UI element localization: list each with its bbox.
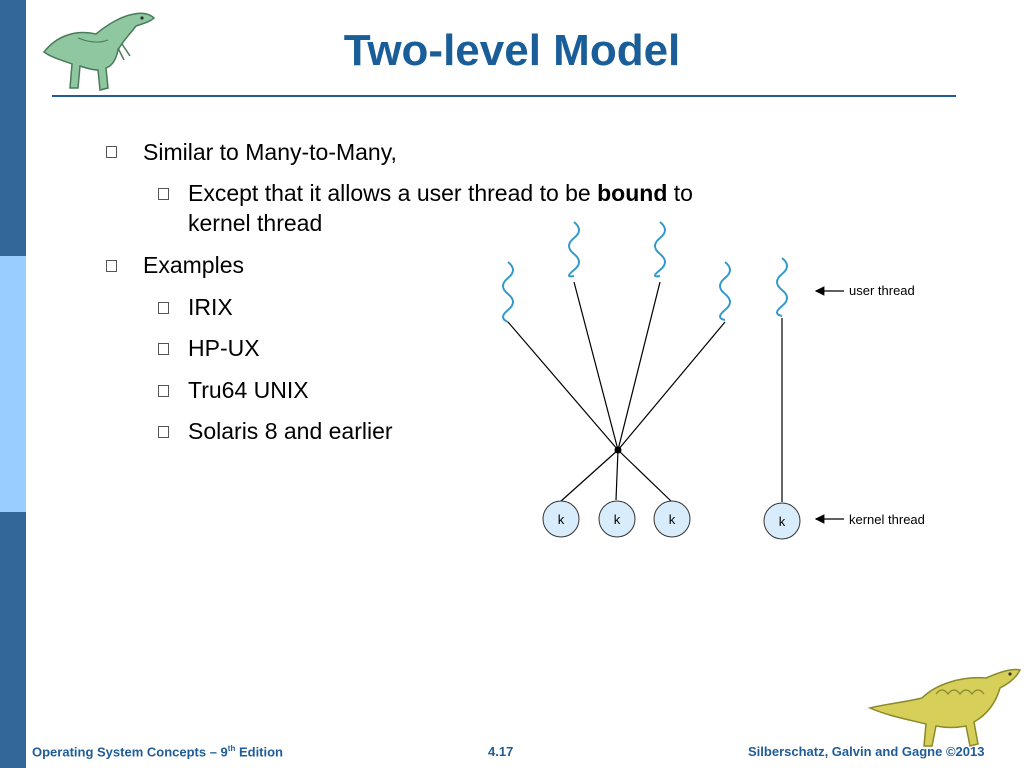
bullet-marker (106, 146, 117, 158)
kernel-label-3: k (669, 512, 676, 527)
kernel-thread-node-3 (653, 500, 691, 538)
connector-line (617, 449, 673, 503)
sub-bullet-marker (158, 426, 169, 438)
connector-line (617, 321, 726, 451)
sub-bullet-marker (158, 302, 169, 314)
kernel-thread-node-4 (763, 502, 801, 540)
dinosaur-logo-bottom (867, 668, 1022, 747)
connector-line (559, 449, 619, 503)
multiplex-junction (614, 446, 622, 454)
sub-bullet-marker (158, 385, 169, 397)
footer-book-title: Operating System Concepts – 9th Edition (32, 744, 283, 759)
footer-book-title-text: Operating System Concepts – 9 (32, 744, 228, 760)
sub-bullet-marker (158, 343, 169, 355)
user-thread-wave-3 (654, 221, 666, 278)
user-thread-wave-5 (776, 257, 788, 317)
kernel-thread-label: kernel thread (849, 512, 925, 527)
side-bar-top (0, 0, 26, 256)
user-thread-wave-2 (568, 221, 580, 278)
title-divider (52, 95, 956, 97)
user-thread-label: user thread (849, 283, 915, 298)
sub-bullet-tru64: Tru64 UNIX (188, 377, 309, 403)
kernel-thread-node-1 (542, 500, 580, 538)
side-bar-bottom (0, 512, 26, 768)
sub-bullet-irix: IRIX (188, 294, 233, 320)
user-thread-wave-4 (719, 261, 731, 321)
connector-line (573, 281, 619, 451)
sub-bullet-marker (158, 188, 169, 200)
footer-copyright: Silberschatz, Galvin and Gagne ©2013 (748, 744, 985, 759)
kernel-label-2: k (614, 512, 621, 527)
kernel-label-1: k (558, 512, 565, 527)
footer-page-number: 4.17 (488, 744, 514, 759)
bullet-marker (106, 260, 117, 272)
footer-edition-text: Edition (235, 744, 284, 760)
sub-bullet-except: Except that it allows a user thread to b… (188, 178, 693, 208)
bound-emphasis: bound (597, 180, 668, 206)
slide-title: Two-level Model (343, 26, 681, 75)
footer-edition-superscript: th (227, 744, 236, 753)
kernel-label-4: k (779, 514, 786, 529)
connector-line (507, 321, 619, 451)
sub-bullet-hpux: HP-UX (188, 335, 260, 361)
two-level-thread-diagram: k k k k user thread kernel thread (502, 221, 925, 540)
connector-line (615, 449, 619, 501)
dinosaur-logo-top (42, 12, 156, 91)
kernel-thread-node-2 (598, 500, 636, 538)
sub-bullet-solaris: Solaris 8 and earlier (188, 418, 393, 444)
user-thread-wave-1 (502, 261, 514, 323)
sub-bullet-except-to: to (667, 180, 693, 206)
connector-line (617, 281, 661, 451)
side-bar-middle (0, 256, 26, 512)
bullet-similar: Similar to Many-to-Many, (143, 139, 397, 165)
sub-bullet-except-line2: kernel thread (188, 210, 323, 236)
bullet-examples: Examples (143, 252, 244, 278)
sub-bullet-except-text: Except that it allows a user thread to b… (188, 180, 598, 206)
